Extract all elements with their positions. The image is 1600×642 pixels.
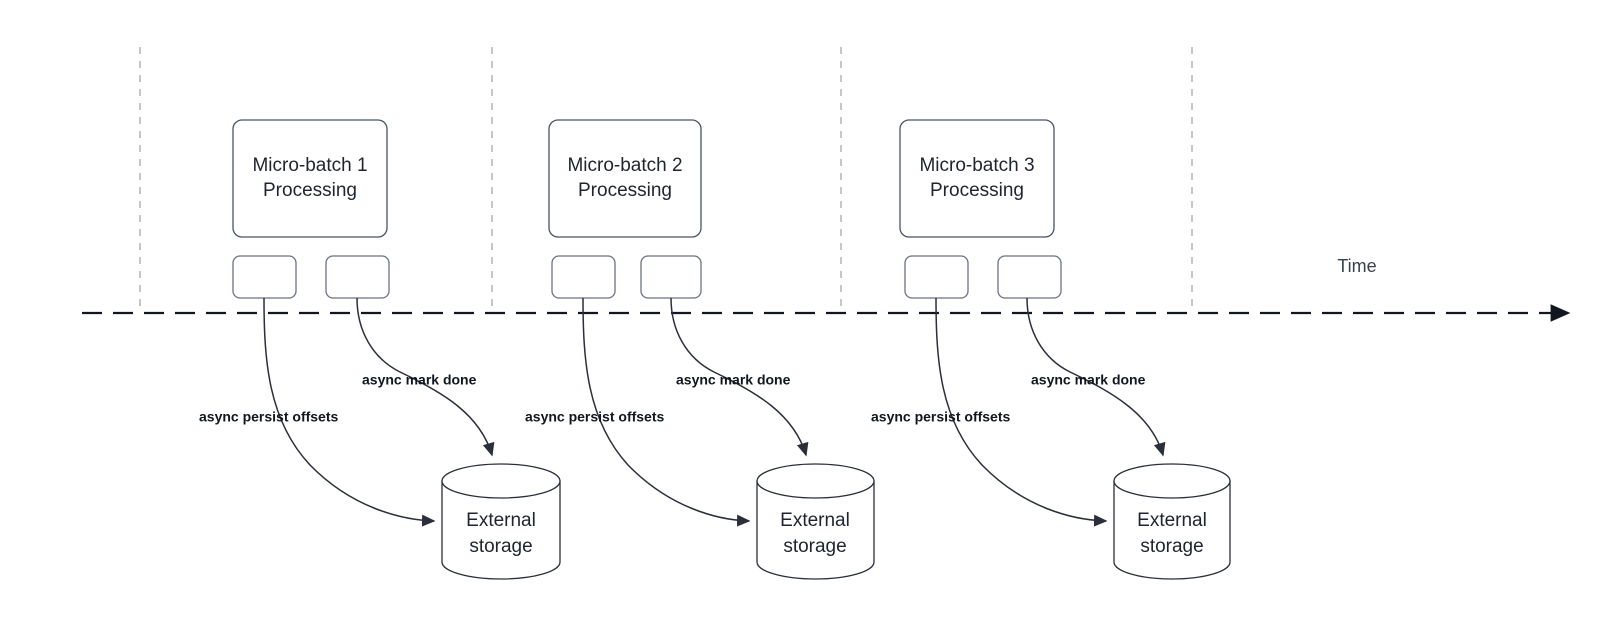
external-storage-2[interactable]: External storage <box>756 463 875 580</box>
edge-mark-done-2 <box>670 297 809 457</box>
edge-label-mark-done-1: async mark done <box>362 372 477 388</box>
micro-batch-2-label-line1: Micro-batch 2 <box>567 155 682 176</box>
edge-label-mark-done-3: async mark done <box>1031 372 1146 388</box>
external-storage-1-label-line1: External <box>466 510 536 531</box>
edge-mark-done-1 <box>356 297 495 457</box>
external-storage-3-label-line2: storage <box>1140 536 1203 557</box>
micro-batch-3-box[interactable] <box>899 119 1055 238</box>
micro-batch-2-label-line2: Processing <box>578 180 672 201</box>
external-storage-2-label-line2: storage <box>783 536 846 557</box>
task-box-3a[interactable] <box>904 255 969 299</box>
task-box-2b[interactable] <box>640 255 702 299</box>
edge-label-persist-offsets-1: async persist offsets <box>199 409 338 425</box>
micro-batch-1-box[interactable] <box>232 119 388 238</box>
edge-persist-offsets-2 <box>582 297 751 527</box>
task-box-3b[interactable] <box>997 255 1062 299</box>
batch-group-2: Micro-batch 2 Processing External storag… <box>525 119 875 580</box>
edge-persist-offsets-3 <box>935 297 1108 527</box>
micro-batch-1-label-line2: Processing <box>263 180 357 201</box>
time-axis-label: Time <box>1337 256 1376 276</box>
micro-batch-3-label-line1: Micro-batch 3 <box>919 155 1034 176</box>
external-storage-2-label-line1: External <box>780 510 850 531</box>
task-box-2a[interactable] <box>551 255 616 299</box>
edge-mark-done-3 <box>1026 297 1166 457</box>
task-box-1b[interactable] <box>325 255 390 299</box>
external-storage-3[interactable]: External storage <box>1113 463 1231 580</box>
external-storage-3-label-line1: External <box>1137 510 1207 531</box>
external-storage-1[interactable]: External storage <box>441 463 561 580</box>
micro-batch-1-label-line1: Micro-batch 1 <box>252 155 367 176</box>
batch-group-3: Micro-batch 3 Processing External storag… <box>871 119 1231 580</box>
micro-batch-2-box[interactable] <box>548 119 702 238</box>
tick-lines-group <box>139 47 1193 313</box>
micro-batch-3-label-line2: Processing <box>930 180 1024 201</box>
edge-persist-offsets-1 <box>263 297 436 527</box>
batch-group-1: Micro-batch 1 Processing External storag… <box>199 119 561 580</box>
edge-label-persist-offsets-2: async persist offsets <box>525 409 664 425</box>
edge-label-mark-done-2: async mark done <box>676 372 791 388</box>
task-box-1a[interactable] <box>232 255 297 299</box>
edge-label-persist-offsets-3: async persist offsets <box>871 409 1010 425</box>
external-storage-1-label-line2: storage <box>469 536 532 557</box>
